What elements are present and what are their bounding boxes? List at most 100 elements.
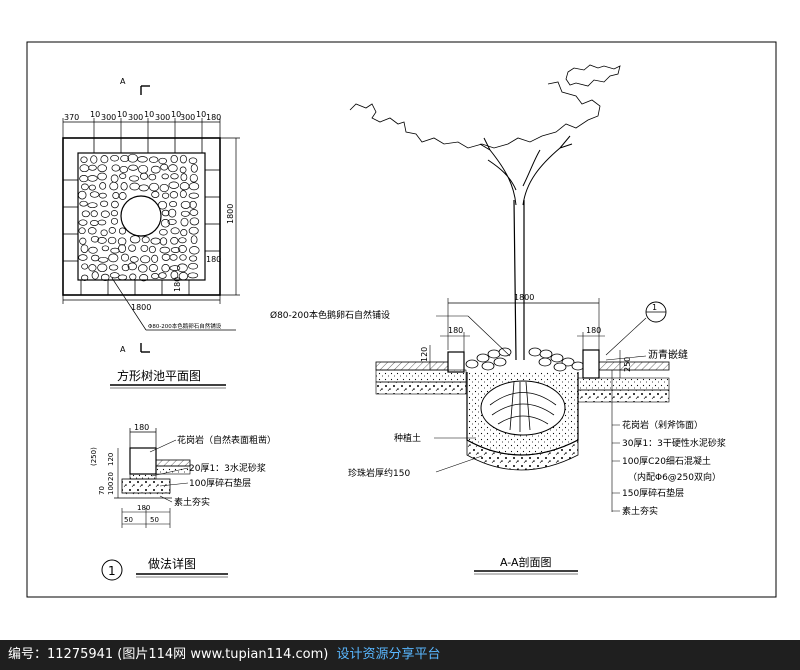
detail-dim-4: 20 (107, 472, 115, 481)
pebble (110, 247, 120, 254)
sheet-border (26, 41, 777, 598)
pebble (100, 200, 109, 207)
pebble (150, 165, 161, 174)
pebble (128, 244, 136, 252)
pebble (79, 200, 88, 207)
pebble (120, 182, 128, 191)
section-layer-2: 100厚C20细石混凝土 (622, 455, 711, 467)
pebble (111, 200, 119, 209)
pebble (159, 183, 169, 193)
pebble-pattern (77, 153, 200, 282)
pebble (141, 236, 150, 244)
section-soil-label: 种植土 (394, 432, 421, 444)
pebble (189, 173, 198, 183)
cut-label-top: A (120, 77, 126, 86)
pebble (139, 274, 149, 282)
pebble (170, 270, 179, 280)
pebble (177, 263, 188, 273)
mound-pebble (561, 357, 575, 367)
pebble (100, 273, 110, 282)
pebble (178, 237, 187, 244)
pebble (158, 272, 167, 279)
pebble (101, 245, 110, 252)
plan-curb-blocks (63, 138, 220, 295)
pebble-mound (465, 347, 585, 372)
pebble (90, 155, 98, 164)
plan-top-dim-1: 10 (90, 110, 100, 119)
pebble (99, 182, 107, 190)
pebble (87, 227, 97, 235)
pebble (159, 237, 168, 246)
section-left-height: 120 (420, 347, 429, 362)
pebble (170, 247, 181, 253)
pebble (138, 184, 149, 192)
pebble (88, 264, 97, 272)
detail-label-2: 100厚碎石垫层 (189, 477, 251, 489)
pebble (160, 219, 170, 228)
pebble (180, 200, 191, 209)
pebble (80, 244, 89, 253)
detail-label-1: 20厚1：3水泥砂浆 (189, 462, 266, 474)
pebble (118, 227, 127, 235)
pebble (110, 217, 119, 225)
pebble (169, 265, 181, 271)
pebble (87, 202, 98, 209)
pebble (129, 175, 140, 182)
pebble (161, 209, 170, 217)
mound-pebble (528, 347, 542, 357)
plan-inner-dim-b: 180 (173, 277, 182, 292)
pebble (179, 166, 187, 174)
mound-pebble (538, 357, 552, 367)
pebble (140, 255, 151, 264)
pebble (170, 227, 180, 235)
pebble (179, 190, 187, 199)
mound-pebble (487, 349, 501, 359)
pebble (169, 191, 179, 199)
plan-right-dim: 1800 (226, 204, 235, 224)
detail-number-circle (101, 559, 123, 581)
mound-pebble (498, 347, 512, 357)
mound-pebble (493, 357, 507, 367)
pebble (78, 254, 88, 261)
pebble (98, 192, 107, 199)
mound-pebble (553, 362, 567, 372)
pebble (81, 274, 89, 281)
perlite-layer (466, 439, 579, 471)
detail-bottom-dim-2: 50 (150, 516, 159, 524)
pebble (161, 264, 170, 273)
pebble (97, 263, 108, 273)
section-title: A-A剖面图 (500, 555, 552, 569)
detail-bottom-dim-1: 50 (124, 516, 133, 524)
section-view: 1800 180 180 120 250 1 Ø80-200本色鹅卵石自然铺设 … (270, 64, 726, 575)
pebble (148, 173, 157, 181)
pebble (180, 173, 188, 182)
tree-branches (479, 135, 573, 206)
pebble (190, 163, 198, 173)
pebble (118, 192, 127, 200)
detail-top-dim: 180 (134, 423, 149, 432)
pebble (121, 264, 130, 272)
pebble (81, 183, 89, 191)
footer-tag[interactable]: 设计资源分享平台 (336, 647, 441, 662)
pebble (127, 262, 137, 271)
pebble (159, 246, 171, 254)
pebble (81, 210, 90, 218)
pebble (100, 155, 109, 164)
section-right-height: 250 (623, 357, 632, 372)
pebble (161, 173, 169, 180)
pebble (162, 192, 170, 199)
section-layer-3: （内配Φ6@250双向） (628, 471, 721, 483)
pebble (169, 201, 178, 208)
root-ball (480, 380, 566, 436)
plan-title: 方形树池平面图 (117, 368, 201, 383)
detail-dim-1: 120 (107, 453, 115, 466)
pebble (91, 271, 99, 280)
detail-title: 做法详图 (148, 556, 196, 571)
pebble (119, 173, 127, 179)
watermark-footer: 编号：11275941 (图片114网 www.tupian114.com) 设… (0, 640, 800, 670)
pebble (148, 245, 156, 254)
detail-bottom-dim-0: 180 (137, 504, 150, 512)
section-perlite-label: 珍珠岩厚约150 (348, 467, 410, 479)
detail-label-3: 素土夯实 (174, 496, 210, 508)
plan-top-dim-10: 180 (206, 113, 221, 122)
